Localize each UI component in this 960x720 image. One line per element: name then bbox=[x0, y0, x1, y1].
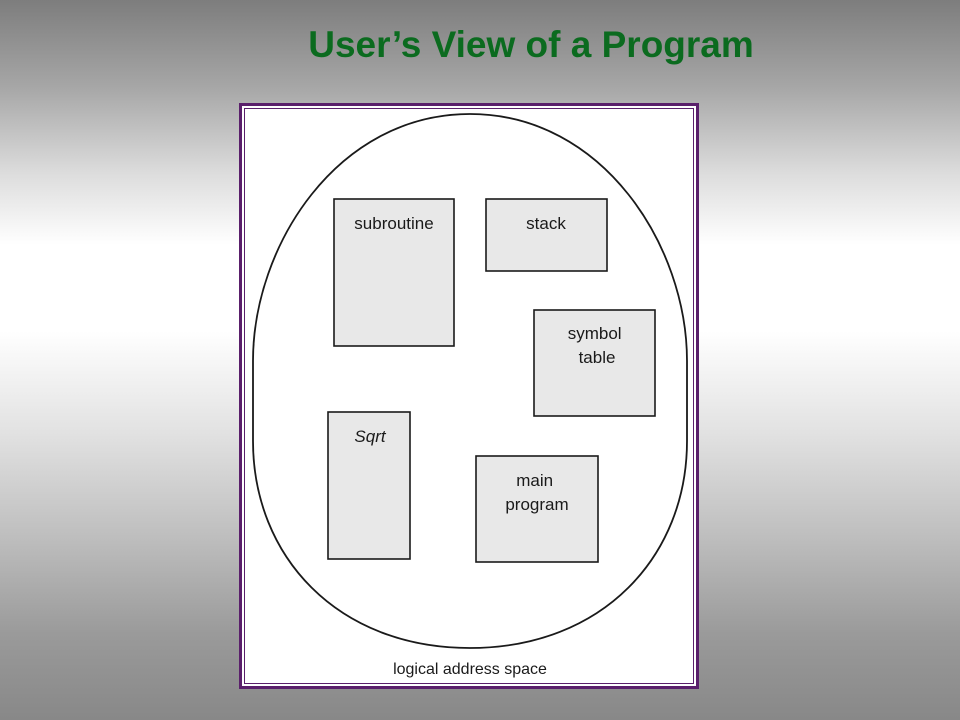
diagram-caption: logical address space bbox=[393, 661, 547, 678]
segment-main-program-label: main program bbox=[505, 471, 568, 514]
diagram-frame: subroutine stack symbol table Sqrt bbox=[239, 103, 699, 689]
segment-main-program: main program bbox=[475, 455, 599, 563]
segment-sqrt-label: Sqrt bbox=[354, 427, 386, 446]
address-space-boundary bbox=[252, 113, 688, 649]
logical-address-space-diagram: subroutine stack symbol table Sqrt bbox=[252, 113, 688, 678]
segment-stack: stack bbox=[485, 198, 608, 272]
segment-sqrt: Sqrt bbox=[327, 411, 411, 560]
diagram-frame-inner-border bbox=[244, 108, 694, 684]
segment-subroutine-label: subroutine bbox=[354, 214, 433, 233]
segment-symbol-table: symbol table bbox=[533, 309, 656, 417]
segment-stack-label: stack bbox=[526, 214, 566, 233]
segment-subroutine: subroutine bbox=[333, 198, 455, 347]
slide-title: User’s View of a Program bbox=[308, 24, 754, 65]
segment-symbol-table-label: symbol table bbox=[568, 324, 627, 367]
